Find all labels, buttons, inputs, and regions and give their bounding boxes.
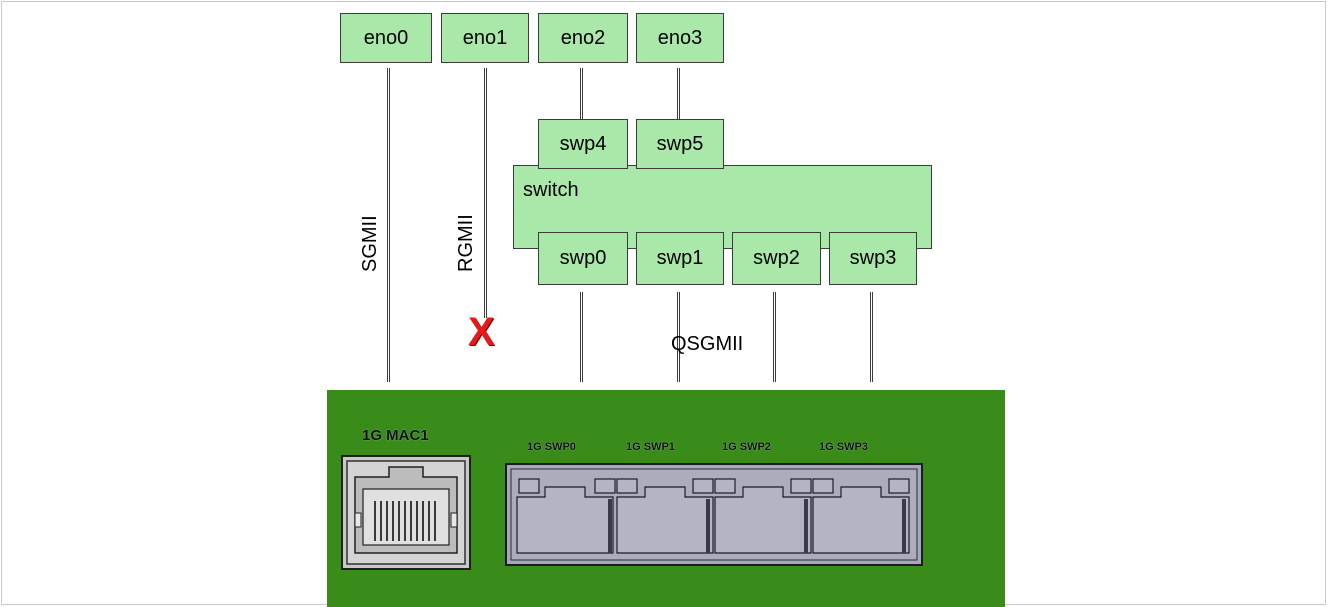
- switch-port-swp0: swp0: [538, 232, 628, 285]
- interface-eno2: eno2: [538, 13, 628, 63]
- switch-port-swp3: swp3: [829, 232, 917, 285]
- wire-eno2-swp4: [580, 68, 583, 119]
- wire-swp2: [773, 292, 776, 382]
- wire-eno3-swp5: [677, 68, 680, 119]
- rj45-quad-connector: [505, 463, 923, 566]
- disconnected-x-mark: X: [468, 310, 495, 354]
- wire-swp1: [677, 292, 680, 382]
- wire-eno1-rgmii: [484, 68, 487, 318]
- interface-eno1: eno1: [441, 13, 529, 63]
- mac1-silkscreen-label: 1G MAC1: [362, 427, 429, 444]
- interface-eno0: eno0: [340, 13, 432, 63]
- swp2-silkscreen-label: 1G SWP2: [722, 441, 771, 453]
- swp0-silkscreen-label: 1G SWP0: [527, 441, 576, 453]
- switch-port-swp5: swp5: [636, 119, 724, 169]
- switch-label: switch: [523, 179, 579, 201]
- wire-swp0: [580, 292, 583, 382]
- wire-swp3: [870, 292, 873, 382]
- switch-port-swp4: swp4: [538, 119, 628, 169]
- swp3-silkscreen-label: 1G SWP3: [819, 441, 868, 453]
- switch-port-swp1: swp1: [636, 232, 724, 285]
- wire-eno0-sgmii: [387, 68, 390, 382]
- link-label-qsgmii: QSGMII: [671, 333, 744, 355]
- interface-eno3: eno3: [636, 13, 724, 63]
- rj45-connector-mac1: [341, 455, 471, 570]
- swp1-silkscreen-label: 1G SWP1: [626, 441, 675, 453]
- link-label-sgmii: SGMII: [359, 215, 381, 272]
- link-label-rgmii: RGMII: [455, 214, 477, 272]
- switch-port-swp2: swp2: [732, 232, 821, 285]
